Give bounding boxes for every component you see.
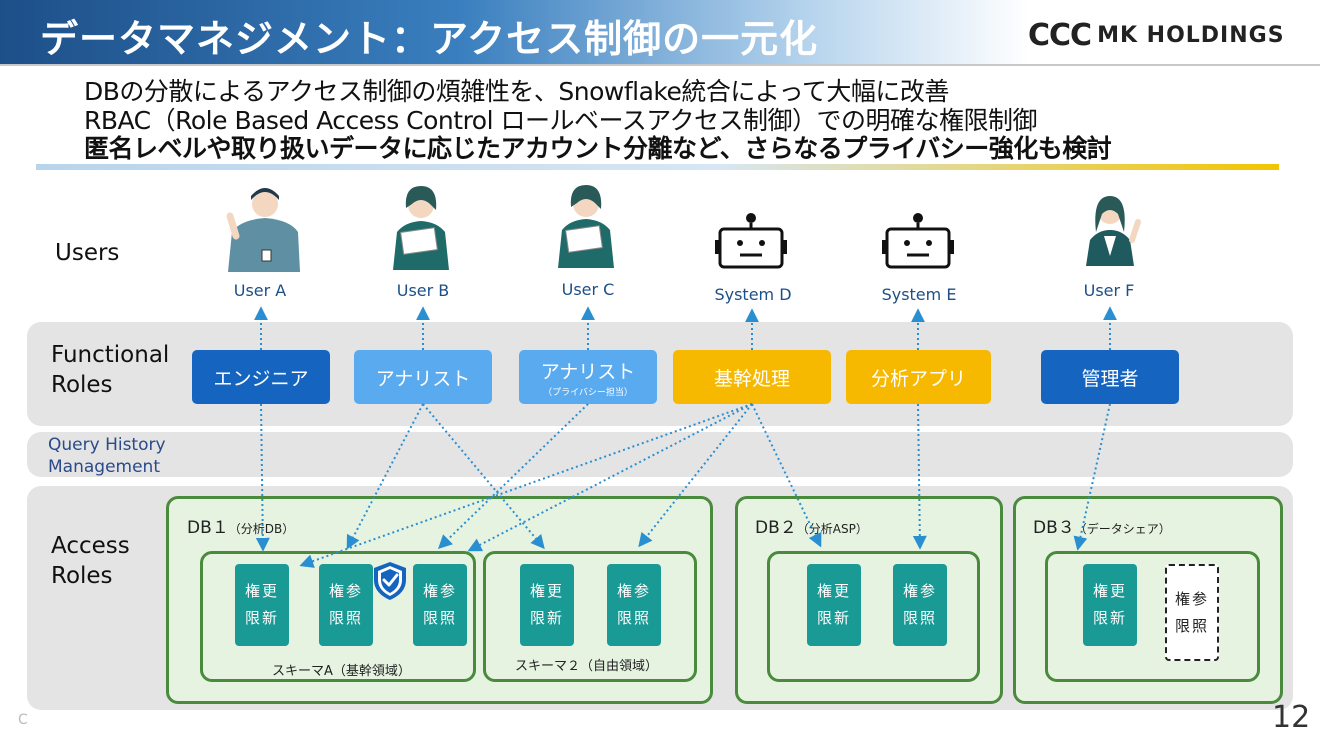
perm-update-db2: 権更限新 <box>807 564 861 646</box>
robot-icon-system-e <box>882 213 954 269</box>
perm-reference-db1-2: 権参限照 <box>607 564 661 646</box>
perm-text: 権参 <box>902 582 937 600</box>
role-administrator-label: 管理者 <box>1081 367 1139 390</box>
users-label: Users <box>55 240 120 266</box>
perm-update-db3: 権更限新 <box>1083 564 1137 646</box>
role-analyst-label: アナリスト <box>375 367 471 390</box>
perm-reference-db3-planned: 権参限照 <box>1165 564 1219 661</box>
db1-label: DB１（分析DB） <box>187 513 294 538</box>
schema-2-label: スキーマ２（自由領域） <box>515 659 659 674</box>
user-label-c: User C <box>561 280 615 299</box>
role-analyst-privacy: アナリスト （プライバシー担当） <box>519 350 657 404</box>
user-label-a: User A <box>233 281 287 300</box>
db3-desc: （データシェア） <box>1074 522 1171 536</box>
perm-text: 限照 <box>422 609 457 627</box>
perm-update-db1-2: 権更限新 <box>520 564 574 646</box>
db2-name: DB２ <box>755 518 797 538</box>
query-label-line2: Management <box>48 457 160 477</box>
arrow-engineer-to-schema-a <box>255 403 270 552</box>
shield-check-icon <box>374 562 406 600</box>
page-title: データマネジメント：アクセス制御の一元化 <box>40 17 819 61</box>
role-analysis-app-label: 分析アプリ <box>870 367 966 390</box>
db3-schema-container <box>1045 551 1260 682</box>
perm-text: 権更 <box>529 582 564 600</box>
perm-text: 限新 <box>529 609 564 627</box>
bullet-1: DBの分散によるアクセス制御の煩雑性を、Snowflake統合によって大幅に改善 <box>84 77 949 106</box>
arrow-analyst-to-schema-2 <box>422 403 545 550</box>
db3-name: DB３ <box>1033 518 1075 538</box>
perm-text: 限新 <box>1092 609 1127 627</box>
role-analysis-app: 分析アプリ <box>846 350 991 404</box>
perm-text: 限照 <box>328 609 363 627</box>
arrow-admin-to-db3 <box>1073 403 1111 551</box>
role-engineer-label: エンジニア <box>213 367 309 390</box>
person-icon-user-c <box>558 185 614 268</box>
perm-text: 限照 <box>902 609 937 627</box>
perm-text: 権参 <box>328 582 363 600</box>
perm-text: 権参 <box>1174 589 1209 608</box>
header-banner <box>0 0 1320 66</box>
query-history-label: Query History Management <box>48 434 166 478</box>
user-label-d: System D <box>714 285 792 304</box>
user-label-b: User B <box>396 281 450 300</box>
role-analyst: アナリスト <box>354 350 492 404</box>
perm-text: 権更 <box>244 582 279 600</box>
perm-text: 限新 <box>816 609 851 627</box>
perm-reference-db2: 権参限照 <box>893 564 947 646</box>
bullet-2: RBAC（Role Based Access Control ロールベースアクセ… <box>84 106 1038 135</box>
page-number: 12 <box>1272 700 1311 735</box>
perm-update-db1-a: 権更限新 <box>235 564 289 646</box>
db3-label: DB３（データシェア） <box>1033 513 1171 538</box>
perm-text: 権参 <box>616 582 651 600</box>
user-label-e: System E <box>881 285 957 304</box>
role-core-processing: 基幹処理 <box>673 350 831 404</box>
header-divider <box>0 64 1320 66</box>
gradient-divider <box>36 164 1279 170</box>
footer-copyright: C <box>18 712 28 728</box>
access-label-line1: Access <box>51 533 130 559</box>
perm-text: 権更 <box>1092 582 1127 600</box>
robot-icon-system-d <box>715 213 787 269</box>
role-engineer: エンジニア <box>192 350 330 404</box>
bullet-3: 匿名レベルや取り扱いデータに応じたアカウント分離など、さらなるプライバシー強化も… <box>84 134 1112 163</box>
schema-2-container <box>483 551 697 682</box>
db1-desc: （分析DB） <box>228 522 295 536</box>
arrow-analyst-to-schema-a <box>346 403 424 550</box>
query-label-line1: Query History <box>48 435 166 455</box>
perm-reference-db1-a: 権参限照 <box>319 564 373 646</box>
role-administrator: 管理者 <box>1041 350 1179 404</box>
perm-text: 限照 <box>1174 616 1209 635</box>
person-icon-user-f <box>1086 196 1141 266</box>
logo-mk: MK HOLDINGS <box>1097 23 1285 48</box>
functional-roles-label: Functional Roles <box>51 340 169 400</box>
person-icon-user-a <box>226 188 300 272</box>
perm-text: 権参 <box>422 582 457 600</box>
db1-name: DB１ <box>187 518 229 538</box>
role-analyst-privacy-sub: （プライバシー担当） <box>543 387 633 398</box>
user-label-f: User F <box>1083 281 1135 300</box>
query-history-band <box>27 432 1293 477</box>
logo-ccc: CCC <box>1028 18 1092 53</box>
person-icon-user-b <box>393 186 449 270</box>
functional-label-line2: Roles <box>51 372 113 398</box>
functional-label-line1: Functional <box>51 342 170 368</box>
role-core-processing-label: 基幹処理 <box>713 367 790 390</box>
schema-a-label: スキーマA（基幹領域） <box>272 664 411 679</box>
role-analyst-privacy-label: アナリスト <box>540 360 636 383</box>
arrow-core-to-db2 <box>751 403 822 548</box>
arrow-app-to-db2 <box>912 403 927 550</box>
arrow-core-to-schema-2 <box>638 403 753 548</box>
arrow-core-to-schema-a-left <box>299 403 753 568</box>
perm-reference-db1-a-protected: 権参限照 <box>413 564 467 646</box>
access-label-line2: Roles <box>51 563 113 589</box>
perm-text: 限照 <box>616 609 651 627</box>
perm-text: 限新 <box>244 609 279 627</box>
arrow-privacy-to-schema-a <box>437 403 589 549</box>
perm-text: 権更 <box>816 582 851 600</box>
access-roles-label: Access Roles <box>51 531 130 591</box>
